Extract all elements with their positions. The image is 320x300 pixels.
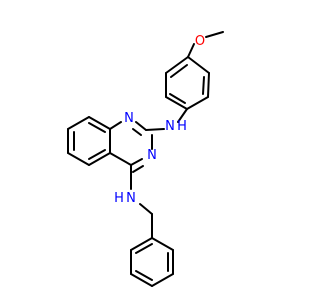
double-bond-outer bbox=[132, 165, 144, 173]
bond bbox=[67, 116, 90, 130]
bond-n-c2 bbox=[145, 128, 165, 131]
bond-c4-n3 bbox=[130, 158, 143, 166]
bond-c2-n1 bbox=[135, 121, 147, 131]
benzyl-ring bbox=[130, 237, 174, 287]
methoxy-group bbox=[187, 31, 224, 58]
bond bbox=[88, 152, 111, 166]
double-bond-inner bbox=[135, 243, 153, 254]
lower-nh-nitrogen-label: N bbox=[126, 191, 136, 206]
bond-methyl-o bbox=[205, 31, 224, 38]
double-bond-inner bbox=[169, 93, 186, 104]
double-bond-inner bbox=[132, 128, 142, 136]
bond bbox=[165, 56, 189, 74]
bond bbox=[186, 96, 209, 110]
methoxyphenyl-ring bbox=[165, 56, 210, 110]
bond-o-aryl bbox=[187, 43, 195, 58]
double-bond-inner bbox=[202, 76, 205, 95]
double-bond-inner bbox=[88, 122, 106, 133]
upper-amine-linker bbox=[145, 108, 188, 131]
structure-diagram: O N H N N N H bbox=[0, 0, 300, 300]
background bbox=[0, 0, 300, 300]
bond bbox=[165, 96, 188, 110]
bond bbox=[207, 72, 210, 98]
double-bond-inner bbox=[135, 270, 153, 281]
bond-n1-c8a bbox=[109, 121, 122, 130]
bond-n-ch2 bbox=[139, 203, 153, 215]
bond bbox=[130, 237, 153, 251]
upper-nh-nitrogen-label: N bbox=[165, 119, 175, 134]
bond bbox=[88, 116, 111, 130]
bond bbox=[67, 152, 90, 166]
bond bbox=[130, 273, 153, 287]
upper-nh-hydrogen-label: H bbox=[177, 119, 187, 134]
ring-nitrogen-3-label: N bbox=[147, 148, 157, 163]
bond-aryl-n bbox=[177, 108, 188, 123]
double-bond-inner bbox=[170, 64, 188, 78]
bond-c4a-c4 bbox=[109, 152, 132, 166]
bond bbox=[151, 273, 174, 287]
pyrimidine-ring bbox=[109, 121, 153, 173]
molecule-canvas: O N H N N N H bbox=[0, 0, 300, 300]
bond bbox=[187, 56, 210, 74]
ring-nitrogen-1-label: N bbox=[124, 111, 134, 126]
oxygen-atom-label: O bbox=[195, 34, 205, 49]
lower-amine-linker bbox=[130, 164, 153, 239]
fused-benzene-ring bbox=[67, 116, 111, 166]
lower-nh-hydrogen-label: H bbox=[114, 191, 124, 206]
bond bbox=[151, 237, 174, 251]
double-bond-inner bbox=[88, 149, 106, 160]
